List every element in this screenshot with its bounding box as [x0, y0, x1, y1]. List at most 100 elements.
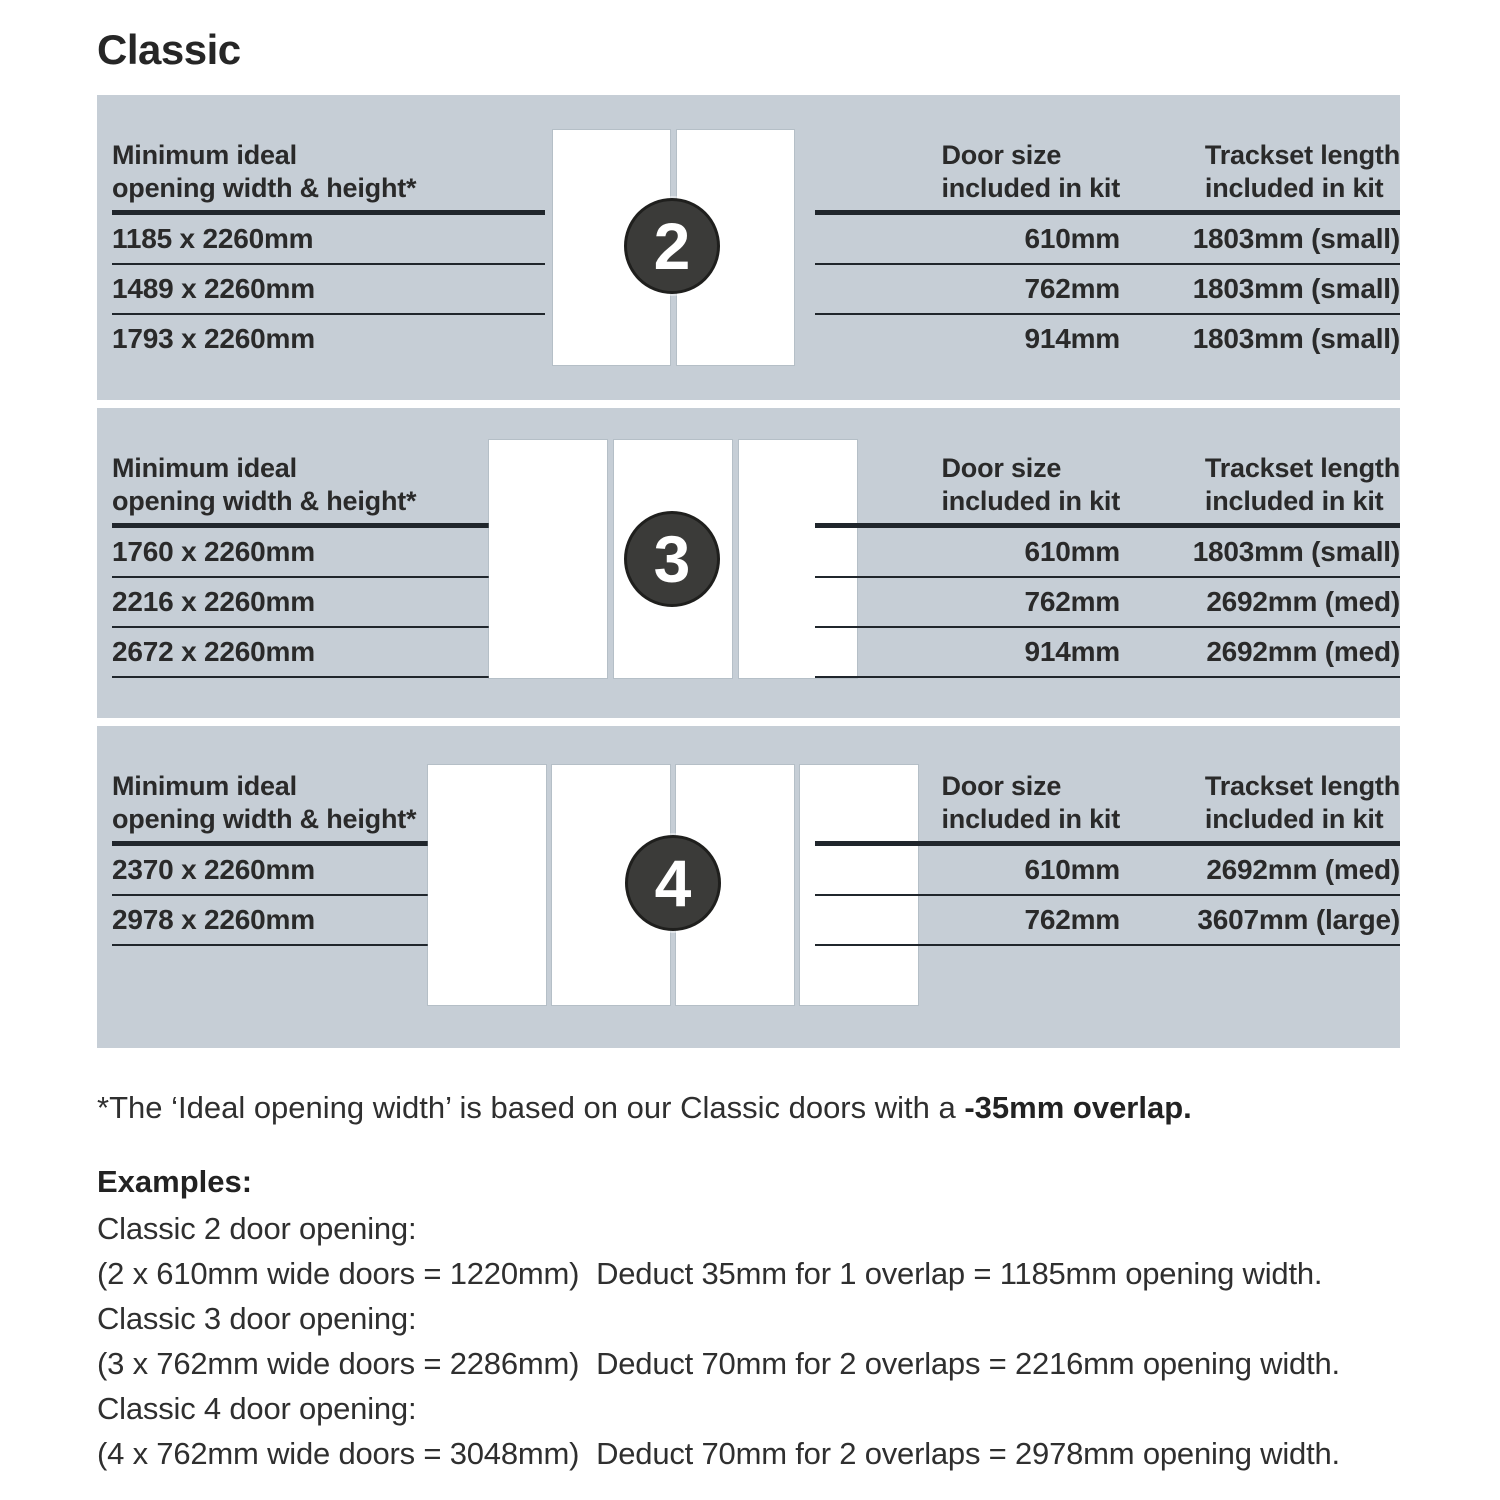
- door-size-value: 762mm: [1024, 273, 1120, 304]
- door-diagram: [553, 130, 794, 365]
- kit-row: 610mm 1803mm (small): [815, 215, 1400, 265]
- door-size-header-line2: included in kit: [941, 173, 1120, 203]
- kit-columns: Door size included in kit Trackset lengt…: [815, 95, 1400, 363]
- door-size-value: 762mm: [1024, 904, 1120, 935]
- trackset-header-line2: included in kit: [1204, 486, 1384, 516]
- opening-header-underline: [112, 523, 545, 528]
- example-line: Classic 4 door opening:: [97, 1391, 417, 1426]
- door-size-value: 610mm: [1024, 223, 1120, 254]
- trackset-header-line1: Trackset length: [1204, 140, 1400, 170]
- footnote: *The ‘Ideal opening width’ is based on o…: [97, 1090, 1400, 1126]
- opening-column: Minimum ideal opening width & height* 23…: [112, 726, 545, 946]
- door-size-header: Door size included in kit: [815, 770, 1120, 841]
- opening-header-line1: Minimum ideal: [112, 140, 297, 170]
- kit-header-underline: [815, 523, 1400, 528]
- example-line: Classic 3 door opening:: [97, 1301, 417, 1336]
- door-diagram: [428, 765, 918, 1005]
- spec-panel: Minimum ideal opening width & height* 17…: [97, 408, 1400, 718]
- opening-column-header: Minimum ideal opening width & height*: [112, 95, 545, 210]
- page-title: Classic: [97, 26, 241, 73]
- opening-header-line1: Minimum ideal: [112, 771, 297, 801]
- opening-header-underline: [112, 210, 545, 215]
- kit-columns: Door size included in kit Trackset lengt…: [815, 726, 1400, 946]
- trackset-length-value: 1803mm (small): [1192, 536, 1401, 567]
- footnote-bold: -35mm overlap.: [964, 1090, 1192, 1125]
- opening-size-row: 1185 x 2260mm: [112, 215, 545, 265]
- kit-row: 762mm 2692mm (med): [815, 578, 1400, 628]
- opening-size-row: 1793 x 2260mm: [112, 323, 315, 354]
- example-line: Classic 2 door opening:: [97, 1211, 417, 1246]
- kit-header-underline: [815, 841, 1400, 846]
- spec-panel: Minimum ideal opening width & height* 23…: [97, 726, 1400, 1048]
- spec-panels: Minimum ideal opening width & height* 11…: [97, 95, 1400, 1048]
- door-panel: [739, 440, 857, 678]
- opening-size-row: 1760 x 2260mm: [112, 528, 545, 578]
- kit-row: 610mm 2692mm (med): [815, 846, 1400, 896]
- door-size-value: 610mm: [1024, 854, 1120, 885]
- door-size-value: 914mm: [1024, 323, 1120, 354]
- examples-list: Classic 2 door opening:(2 x 610mm wide d…: [97, 1206, 1400, 1476]
- door-size-value: 762mm: [1024, 586, 1120, 617]
- example-line: (4 x 762mm wide doors = 3048mm) Deduct 7…: [97, 1436, 1340, 1471]
- kit-columns-header: Door size included in kit Trackset lengt…: [815, 726, 1400, 841]
- opening-column-header: Minimum ideal opening width & height*: [112, 726, 545, 841]
- door-count-badge: 3: [624, 511, 720, 607]
- trackset-header-line2: included in kit: [1204, 173, 1384, 203]
- trackset-header: Trackset length included in kit: [1120, 452, 1400, 523]
- opening-header-line2: opening width & height*: [112, 486, 417, 516]
- opening-size-row: 2672 x 2260mm: [112, 628, 545, 678]
- door-size-value: 914mm: [1024, 636, 1120, 667]
- door-size-header: Door size included in kit: [815, 452, 1120, 523]
- kit-columns-header: Door size included in kit Trackset lengt…: [815, 408, 1400, 523]
- opening-header-line2: opening width & height*: [112, 173, 417, 203]
- kit-row: 914mm 2692mm (med): [815, 628, 1400, 678]
- door-count-badge: 4: [625, 835, 721, 931]
- door-count-badge: 2: [624, 198, 720, 294]
- door-size-header: Door size included in kit: [815, 139, 1120, 210]
- trackset-header-line1: Trackset length: [1204, 771, 1400, 801]
- trackset-length-value: 1803mm (small): [1192, 223, 1401, 254]
- trackset-length-value: 1803mm (small): [1192, 323, 1401, 354]
- footnote-text: *The ‘Ideal opening width’ is based on o…: [97, 1090, 965, 1125]
- trackset-header-line2: included in kit: [1204, 804, 1384, 834]
- opening-header-underline: [112, 841, 545, 846]
- kit-row: 610mm 1803mm (small): [815, 528, 1400, 578]
- kit-row: 914mm 1803mm (small): [815, 315, 1400, 363]
- door-panel: [489, 440, 607, 678]
- opening-size-row: 2978 x 2260mm: [112, 896, 545, 946]
- opening-size-row: 2216 x 2260mm: [112, 578, 545, 628]
- kit-header-underline: [815, 210, 1400, 215]
- opening-size-row: 2370 x 2260mm: [112, 846, 545, 896]
- opening-header-line2: opening width & height*: [112, 804, 417, 834]
- opening-column: Minimum ideal opening width & height* 11…: [112, 95, 545, 363]
- trackset-header-line1: Trackset length: [1204, 453, 1400, 483]
- kit-columns-header: Door size included in kit Trackset lengt…: [815, 95, 1400, 210]
- opening-header-line1: Minimum ideal: [112, 453, 297, 483]
- opening-column: Minimum ideal opening width & height* 17…: [112, 408, 545, 678]
- door-size-header-line1: Door size: [941, 771, 1062, 801]
- kit-rows: 610mm 2692mm (med) 762mm 3607mm (large): [815, 846, 1400, 946]
- kit-columns: Door size included in kit Trackset lengt…: [815, 408, 1400, 678]
- opening-column-header: Minimum ideal opening width & height*: [112, 408, 545, 523]
- door-size-header-line2: included in kit: [941, 804, 1120, 834]
- example-line: (3 x 762mm wide doors = 2286mm) Deduct 7…: [97, 1346, 1340, 1381]
- trackset-header: Trackset length included in kit: [1120, 770, 1400, 841]
- page: Classic Minimum ideal opening width & he…: [97, 0, 1400, 1476]
- door-size-header-line2: included in kit: [941, 486, 1120, 516]
- door-size-header-line1: Door size: [941, 140, 1062, 170]
- door-size-header-line1: Door size: [941, 453, 1062, 483]
- door-panel: [428, 765, 546, 1005]
- trackset-length-value: 2692mm (med): [1206, 586, 1400, 617]
- trackset-length-value: 3607mm (large): [1197, 904, 1400, 935]
- door-size-value: 610mm: [1024, 536, 1120, 567]
- spec-panel: Minimum ideal opening width & height* 11…: [97, 95, 1400, 400]
- door-panel: [800, 765, 918, 1005]
- trackset-length-value: 1803mm (small): [1192, 273, 1401, 304]
- trackset-length-value: 2692mm (med): [1206, 636, 1400, 667]
- trackset-length-value: 2692mm (med): [1206, 854, 1400, 885]
- kit-row: 762mm 3607mm (large): [815, 896, 1400, 946]
- kit-row: 762mm 1803mm (small): [815, 265, 1400, 315]
